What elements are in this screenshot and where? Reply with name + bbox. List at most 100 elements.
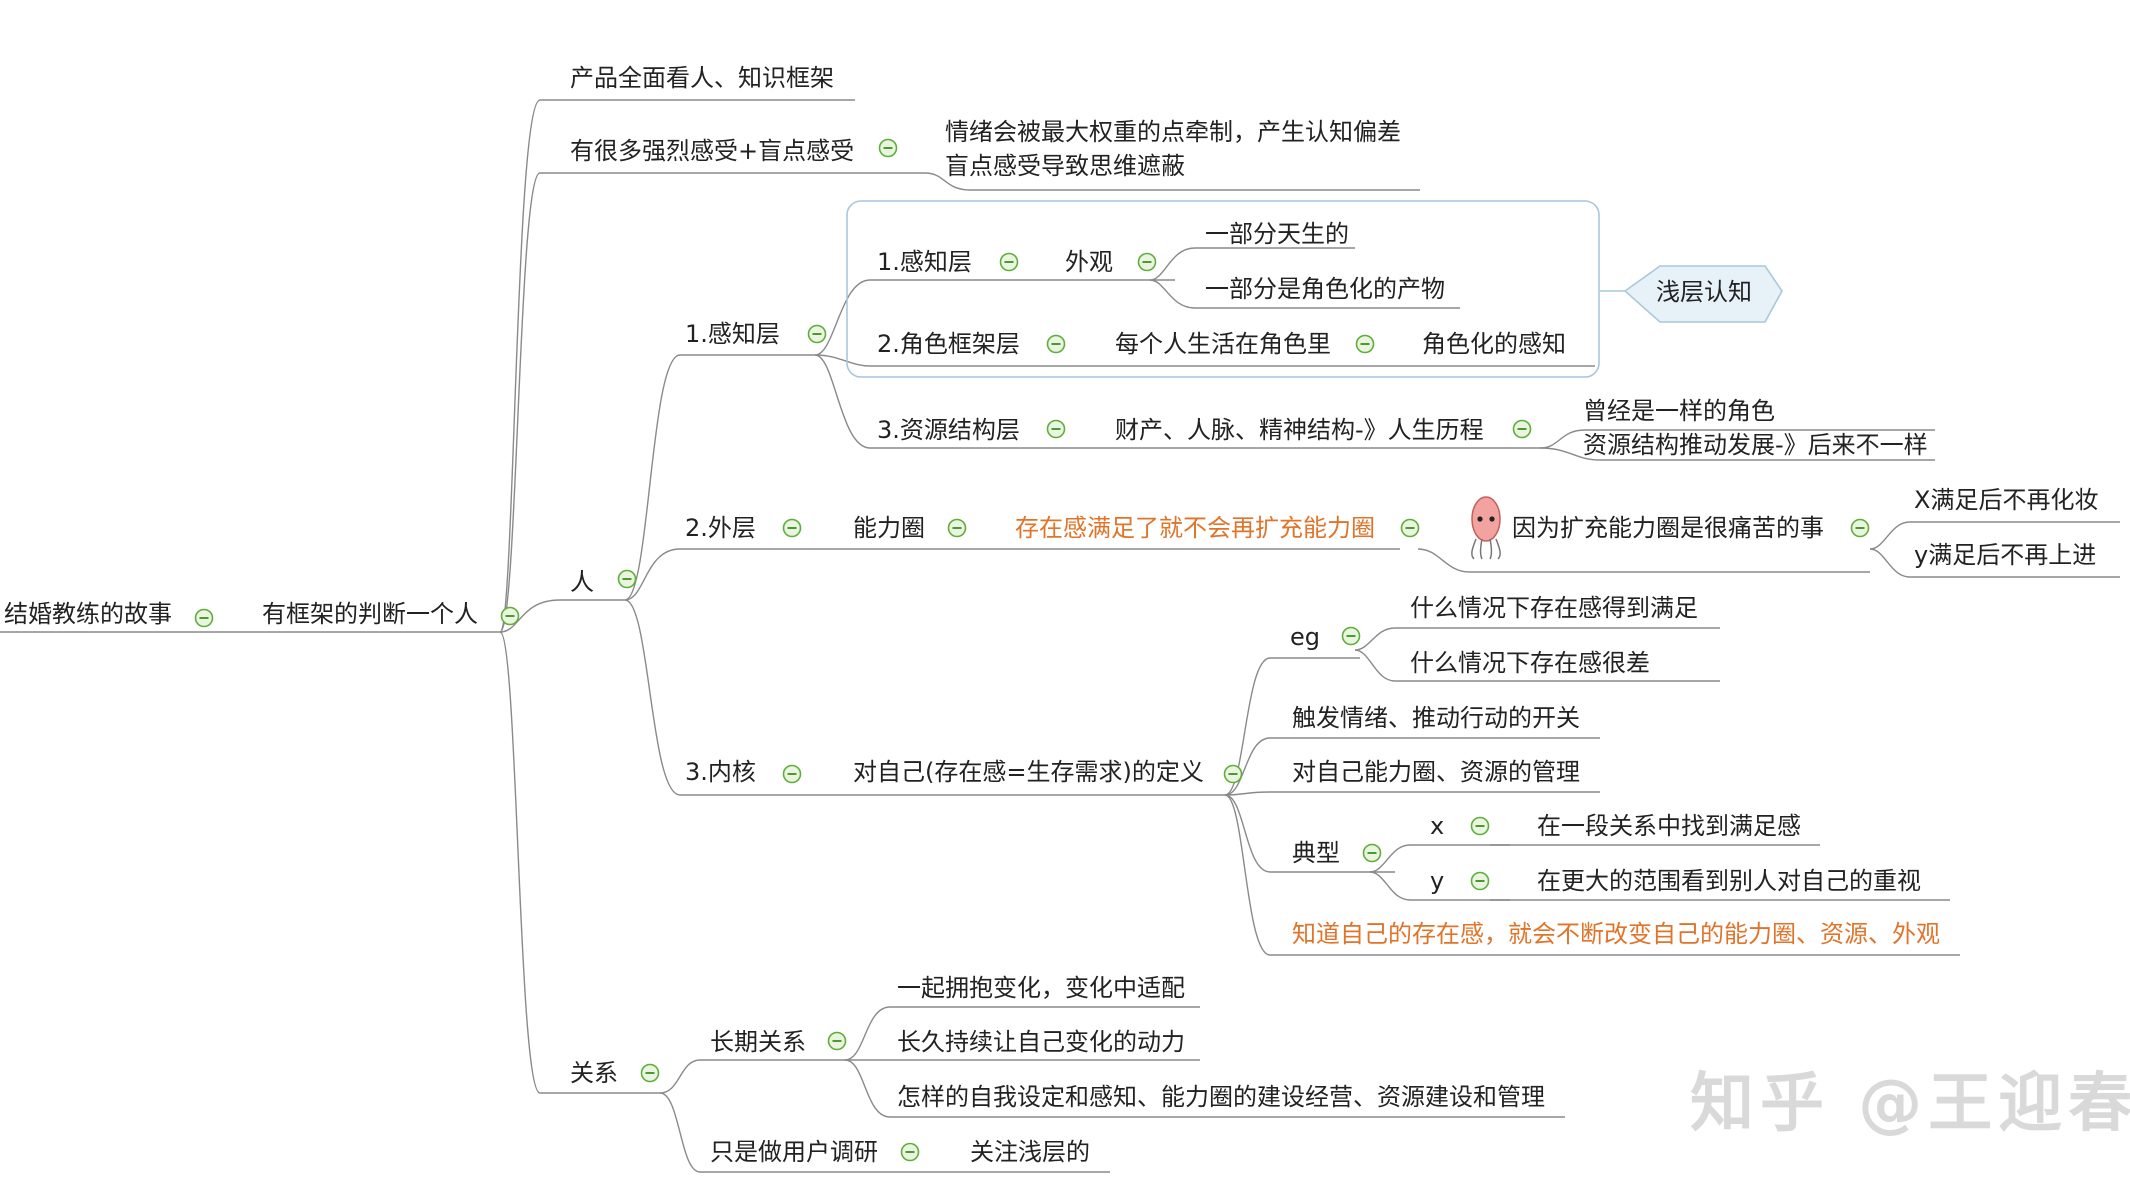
topic-typical[interactable]: 典型 bbox=[1292, 839, 1340, 867]
collapse-toggle-appearance-layer[interactable] bbox=[999, 252, 1019, 272]
callout-shallow-cognition[interactable]: 浅层认知 bbox=[1656, 278, 1752, 306]
topic-reason-painful[interactable]: 因为扩充能力圈是很痛苦的事 bbox=[1512, 514, 1824, 542]
note-item: 资源结构推动发展-》后来不一样 bbox=[1583, 431, 1928, 459]
topic-ability-circle[interactable]: 能力圈 bbox=[853, 514, 925, 542]
collapse-toggle-root[interactable] bbox=[194, 608, 214, 628]
collapse-icon bbox=[1137, 252, 1157, 272]
note-item: 盲点感受导致思维遮蔽 bbox=[945, 152, 1185, 180]
topic-highlight-presence[interactable]: 存在感满足了就不会再扩充能力圈 bbox=[1015, 514, 1375, 542]
collapse-icon bbox=[782, 764, 802, 784]
collapse-icon bbox=[999, 252, 1019, 272]
collapse-icon bbox=[900, 1142, 920, 1162]
collapse-icon bbox=[640, 1063, 660, 1083]
collapse-toggle-perception[interactable] bbox=[807, 324, 827, 344]
core-item-management[interactable]: 对自己能力圈、资源的管理 bbox=[1292, 758, 1580, 786]
topic-perception-layer[interactable]: 1.感知层 bbox=[685, 320, 780, 348]
topic-person[interactable]: 人 bbox=[570, 568, 594, 596]
callout-shape bbox=[1623, 265, 1783, 323]
appearance-item-innate[interactable]: 一部分天生的 bbox=[1205, 220, 1349, 248]
eg-item-poor[interactable]: 什么情况下存在感很差 bbox=[1410, 649, 1650, 677]
collapse-toggle-long-relation[interactable] bbox=[827, 1031, 847, 1051]
topic-eg[interactable]: eg bbox=[1290, 623, 1320, 651]
watermark: 知乎 @王迎春 bbox=[1690, 1067, 2130, 1141]
collapse-toggle-appearance[interactable] bbox=[1137, 252, 1157, 272]
topic-user-survey[interactable]: 只是做用户调研 bbox=[710, 1138, 878, 1166]
collapse-icon bbox=[807, 324, 827, 344]
outer-leaf-x[interactable]: X满足后不再化妆 bbox=[1914, 486, 2099, 514]
collapse-icon bbox=[1223, 764, 1243, 784]
collapse-icon bbox=[1355, 334, 1375, 354]
note-item: 情绪会被最大权重的点牵制，产生认知偏差 bbox=[945, 118, 1401, 146]
root-topic[interactable]: 结婚教练的故事 bbox=[4, 600, 172, 628]
topic-long-relation[interactable]: 长期关系 bbox=[710, 1028, 806, 1056]
collapse-toggle-typical-x[interactable] bbox=[1470, 816, 1490, 836]
core-item-switch[interactable]: 触发情绪、推动行动的开关 bbox=[1292, 704, 1580, 732]
collapse-icon bbox=[947, 518, 967, 538]
typical-y-text[interactable]: 在更大的范围看到别人对自己的重视 bbox=[1537, 867, 1921, 895]
main-topic[interactable]: 有框架的判断一个人 bbox=[262, 600, 478, 628]
squid-mascot-icon bbox=[1471, 496, 1501, 560]
collapse-toggle-role-node[interactable] bbox=[1355, 334, 1375, 354]
collapse-toggle-resource[interactable] bbox=[1046, 419, 1066, 439]
typical-x-label[interactable]: x bbox=[1430, 812, 1445, 840]
topic-appearance[interactable]: 外观 bbox=[1065, 248, 1113, 276]
collapse-toggle-person[interactable] bbox=[617, 569, 637, 589]
topic-role-frame[interactable]: 2.角色框架层 bbox=[877, 330, 1020, 358]
long-item-setting[interactable]: 怎样的自我设定和感知、能力圈的建设经营、资源建设和管理 bbox=[897, 1083, 1545, 1111]
collapse-toggle-resource-node[interactable] bbox=[1512, 419, 1532, 439]
topic-resource-node[interactable]: 财产、人脉、精神结构-》人生历程 bbox=[1115, 416, 1484, 444]
topic-core-definition[interactable]: 对自己(存在感=生存需求)的定义 bbox=[853, 758, 1204, 786]
collapse-icon bbox=[617, 569, 637, 589]
topic-perception-sub[interactable]: 1.感知层 bbox=[877, 248, 972, 276]
strong-feelings-notes: 情绪会被最大权重的点牵制，产生认知偏差 盲点感受导致思维遮蔽 bbox=[945, 115, 1401, 183]
appearance-item-role[interactable]: 一部分是角色化的产物 bbox=[1205, 275, 1445, 303]
long-item-motivation[interactable]: 长久持续让自己变化的动力 bbox=[897, 1028, 1185, 1056]
collapse-toggle-core-node[interactable] bbox=[1223, 764, 1243, 784]
typical-x-text[interactable]: 在一段关系中找到满足感 bbox=[1537, 812, 1801, 840]
eg-item-satisfied[interactable]: 什么情况下存在感得到满足 bbox=[1410, 594, 1698, 622]
collapse-toggle-main[interactable] bbox=[500, 606, 520, 626]
topic-outer-layer[interactable]: 2.外层 bbox=[685, 514, 756, 542]
collapse-toggle-survey[interactable] bbox=[900, 1142, 920, 1162]
collapse-icon bbox=[1046, 334, 1066, 354]
collapse-icon bbox=[1470, 816, 1490, 836]
resource-notes: 曾经是一样的角色 资源结构推动发展-》后来不一样 bbox=[1583, 394, 1928, 462]
outer-leaf-y[interactable]: y满足后不再上进 bbox=[1914, 541, 2097, 569]
collapse-icon bbox=[1046, 419, 1066, 439]
topic-role-life[interactable]: 每个人生活在角色里 bbox=[1115, 330, 1331, 358]
note-item: 曾经是一样的角色 bbox=[1583, 397, 1775, 425]
collapse-toggle-role[interactable] bbox=[1046, 334, 1066, 354]
collapse-toggle-reason[interactable] bbox=[1850, 518, 1870, 538]
collapse-icon bbox=[1512, 419, 1532, 439]
topic-product-framework[interactable]: 产品全面看人、知识框架 bbox=[570, 64, 834, 92]
collapse-icon bbox=[1362, 843, 1382, 863]
collapse-icon bbox=[194, 608, 214, 628]
survey-leaf-shallow[interactable]: 关注浅层的 bbox=[970, 1138, 1090, 1166]
collapse-toggle-ability[interactable] bbox=[947, 518, 967, 538]
collapse-icon bbox=[782, 518, 802, 538]
collapse-icon bbox=[1470, 871, 1490, 891]
topic-core[interactable]: 3.内核 bbox=[685, 758, 756, 786]
collapse-toggle-outer[interactable] bbox=[782, 518, 802, 538]
topic-relation[interactable]: 关系 bbox=[570, 1059, 618, 1087]
collapse-icon bbox=[1341, 626, 1361, 646]
collapse-icon bbox=[1850, 518, 1870, 538]
collapse-toggle-relation[interactable] bbox=[640, 1063, 660, 1083]
collapse-toggle-highlight[interactable] bbox=[1400, 518, 1420, 538]
core-conclusion[interactable]: 知道自己的存在感，就会不断改变自己的能力圈、资源、外观 bbox=[1292, 920, 1940, 948]
collapse-toggle-strong[interactable] bbox=[878, 138, 898, 158]
collapse-toggle-eg[interactable] bbox=[1341, 626, 1361, 646]
collapse-icon bbox=[1400, 518, 1420, 538]
collapse-toggle-core[interactable] bbox=[782, 764, 802, 784]
collapse-icon bbox=[500, 606, 520, 626]
topic-resource-structure[interactable]: 3.资源结构层 bbox=[877, 416, 1020, 444]
topic-strong-feelings[interactable]: 有很多强烈感受+盲点感受 bbox=[570, 137, 855, 165]
collapse-icon bbox=[878, 138, 898, 158]
typical-y-label[interactable]: y bbox=[1430, 867, 1445, 895]
collapse-icon bbox=[827, 1031, 847, 1051]
collapse-toggle-typical-y[interactable] bbox=[1470, 871, 1490, 891]
long-item-embrace[interactable]: 一起拥抱变化，变化中适配 bbox=[897, 974, 1185, 1002]
topic-role-perception[interactable]: 角色化的感知 bbox=[1422, 330, 1566, 358]
collapse-toggle-typical[interactable] bbox=[1362, 843, 1382, 863]
